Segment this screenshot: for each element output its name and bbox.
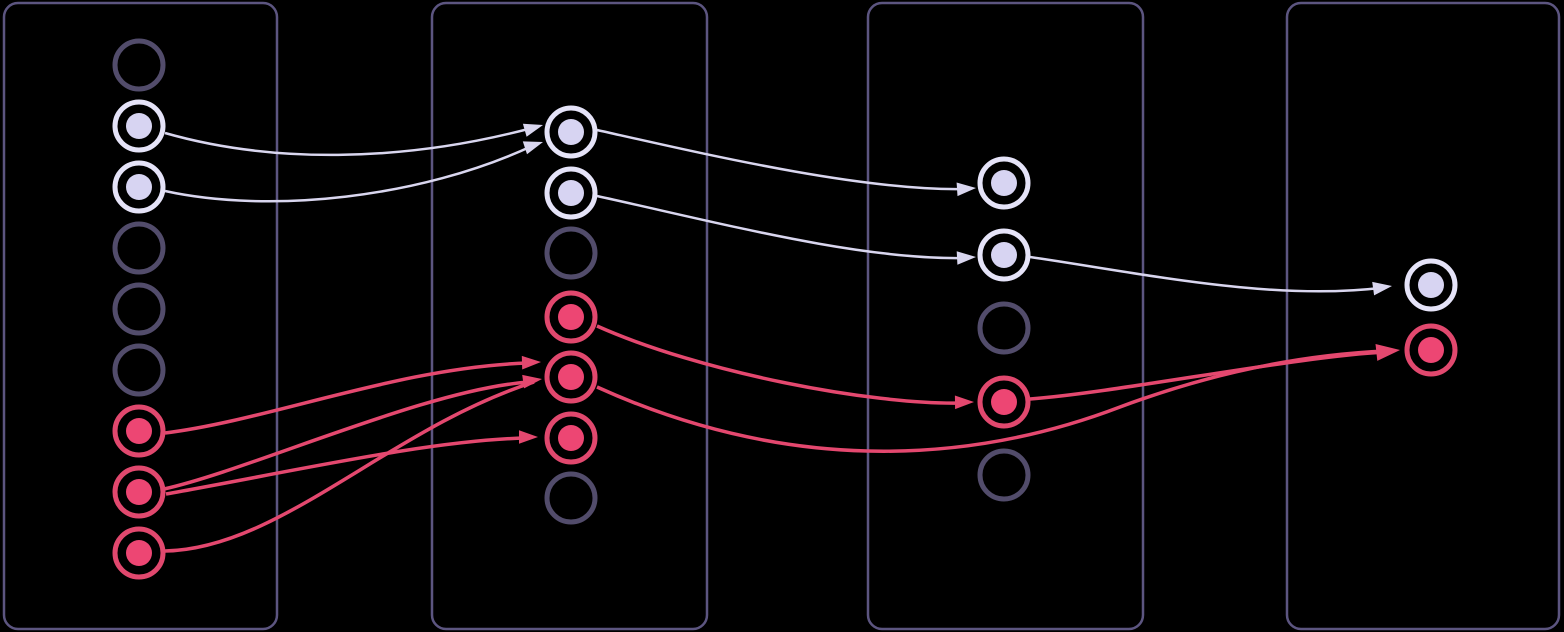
- node-l4n1-core-dot: [1418, 272, 1444, 298]
- layer-1-frame: [2, 1, 279, 631]
- edge-l1n8-l2n5: [163, 380, 531, 491]
- edge-l3n4-l4n2: [1029, 350, 1387, 401]
- node-l2n1-core-dot: [558, 119, 584, 145]
- node-l3n5-dim: [977, 448, 1031, 502]
- edge-l2n4-l3n4-arrowhead-icon: [954, 395, 974, 410]
- edge-l2n1-l3n1-arrowhead-icon: [956, 182, 976, 197]
- edge-l1n3-l2n1-arrowhead-icon: [522, 141, 543, 155]
- node-l3n4-core-dot: [991, 389, 1017, 415]
- edge-l1n7-l2n5: [164, 361, 529, 435]
- node-l3n2-core-dot: [991, 242, 1017, 268]
- node-l1n2-core-dot: [126, 113, 152, 139]
- edge-l3n2-l4n1: [1029, 255, 1381, 293]
- edge-l2n2-l3n2-arrowhead-icon: [956, 251, 976, 265]
- node-l1n4-dim: [112, 221, 166, 275]
- layer-2-frame: [430, 1, 709, 631]
- edge-l1n7-l2n5-arrowhead-icon: [521, 355, 541, 370]
- node-l1n1-dim: [112, 38, 166, 92]
- edge-l1n9-l2n5: [164, 380, 535, 553]
- layer-3-frame: [866, 1, 1145, 631]
- node-l1n8-core-dot: [126, 479, 152, 505]
- node-l3n1-core-dot: [991, 170, 1017, 196]
- node-l3n3-dim: [977, 301, 1031, 355]
- node-l2n4-core-dot: [558, 304, 584, 330]
- node-l2n3-dim: [544, 226, 598, 280]
- node-l2n5-core-dot: [558, 364, 584, 390]
- edge-l1n8-l2n6-arrowhead-icon: [519, 430, 538, 444]
- node-l4n2-core-dot: [1418, 337, 1444, 363]
- edge-l1n2-l2n1-arrowhead-icon: [522, 123, 543, 137]
- node-l2n2-core-dot: [558, 180, 584, 206]
- edge-l1n8-l2n6: [165, 436, 527, 496]
- edge-l1n2-l2n1: [164, 126, 533, 157]
- node-l1n7-core-dot: [126, 418, 152, 444]
- node-l2n7-dim: [544, 471, 598, 525]
- node-l1n6-dim: [112, 343, 166, 397]
- node-l1n3-core-dot: [126, 174, 152, 200]
- edge-l2n4-l3n4: [596, 324, 963, 405]
- layer-4-frame: [1285, 1, 1561, 631]
- edge-l2n1-l3n1: [596, 128, 965, 191]
- edge-l2n5-l4n2-arrowhead-icon: [1375, 344, 1400, 361]
- node-l1n9-core-dot: [126, 540, 152, 566]
- node-l1n5-dim: [112, 282, 166, 336]
- edge-l2n2-l3n2: [596, 194, 965, 260]
- edge-l1n3-l2n1: [164, 144, 533, 203]
- edge-l3n2-l4n1-arrowhead-icon: [1372, 281, 1392, 296]
- node-l2n6-core-dot: [558, 425, 584, 451]
